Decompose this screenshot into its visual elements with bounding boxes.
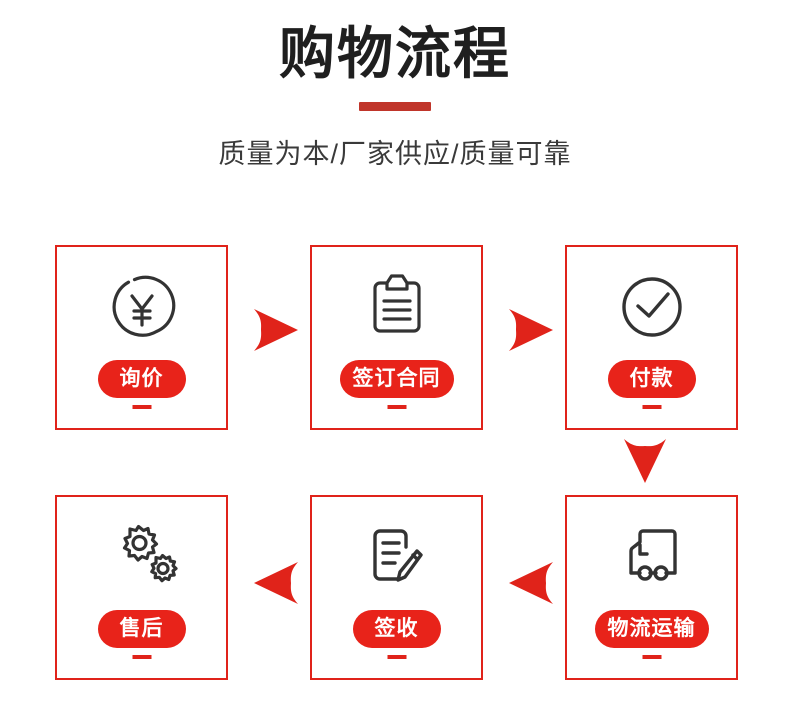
clipboard-icon (312, 261, 481, 353)
flow-step-label-2: 签订合同 (339, 360, 454, 398)
flow-step-tick-5 (387, 655, 406, 659)
yen-circle-icon (57, 261, 226, 353)
flow-step-label-1: 询价 (97, 360, 186, 398)
flow-step-card-5[interactable]: 签收 (310, 495, 483, 680)
flow-step-card-1[interactable]: 询价 (55, 245, 228, 430)
arrow-left-step4-step5-icon (507, 558, 555, 608)
flow-step-tick-3 (642, 405, 661, 409)
flow-step-label-6: 售后 (97, 610, 186, 648)
flow-step-tick-2 (387, 405, 406, 409)
title-underline-rule (359, 102, 431, 111)
flow-step-label-4: 物流运输 (594, 610, 709, 648)
shopping-process-flow: 询价 签订合同 付款 (0, 240, 790, 700)
gears-icon (57, 511, 226, 603)
page-subtitle: 质量为本/厂家供应/质量可靠 (218, 139, 572, 169)
arrow-right-step2-step3-icon (507, 305, 555, 355)
flow-step-tick-6 (132, 655, 151, 659)
delivery-truck-icon (567, 511, 736, 603)
arrow-right-step1-step2-icon (252, 305, 300, 355)
arrow-down-step3-step4-icon (620, 437, 670, 485)
check-circle-icon (567, 261, 736, 353)
flow-step-label-3: 付款 (607, 360, 696, 398)
document-pencil-icon (312, 511, 481, 603)
flow-step-tick-4 (642, 655, 661, 659)
flow-step-card-4[interactable]: 物流运输 (565, 495, 738, 680)
flow-step-card-3[interactable]: 付款 (565, 245, 738, 430)
flow-step-card-6[interactable]: 售后 (55, 495, 228, 680)
arrow-left-step5-step6-icon (252, 558, 300, 608)
flow-step-card-2[interactable]: 签订合同 (310, 245, 483, 430)
page-title: 购物流程 (279, 22, 511, 85)
page-header: 购物流程 质量为本/厂家供应/质量可靠 (0, 0, 790, 170)
flow-step-tick-1 (132, 405, 151, 409)
flow-step-label-5: 签收 (352, 610, 441, 648)
